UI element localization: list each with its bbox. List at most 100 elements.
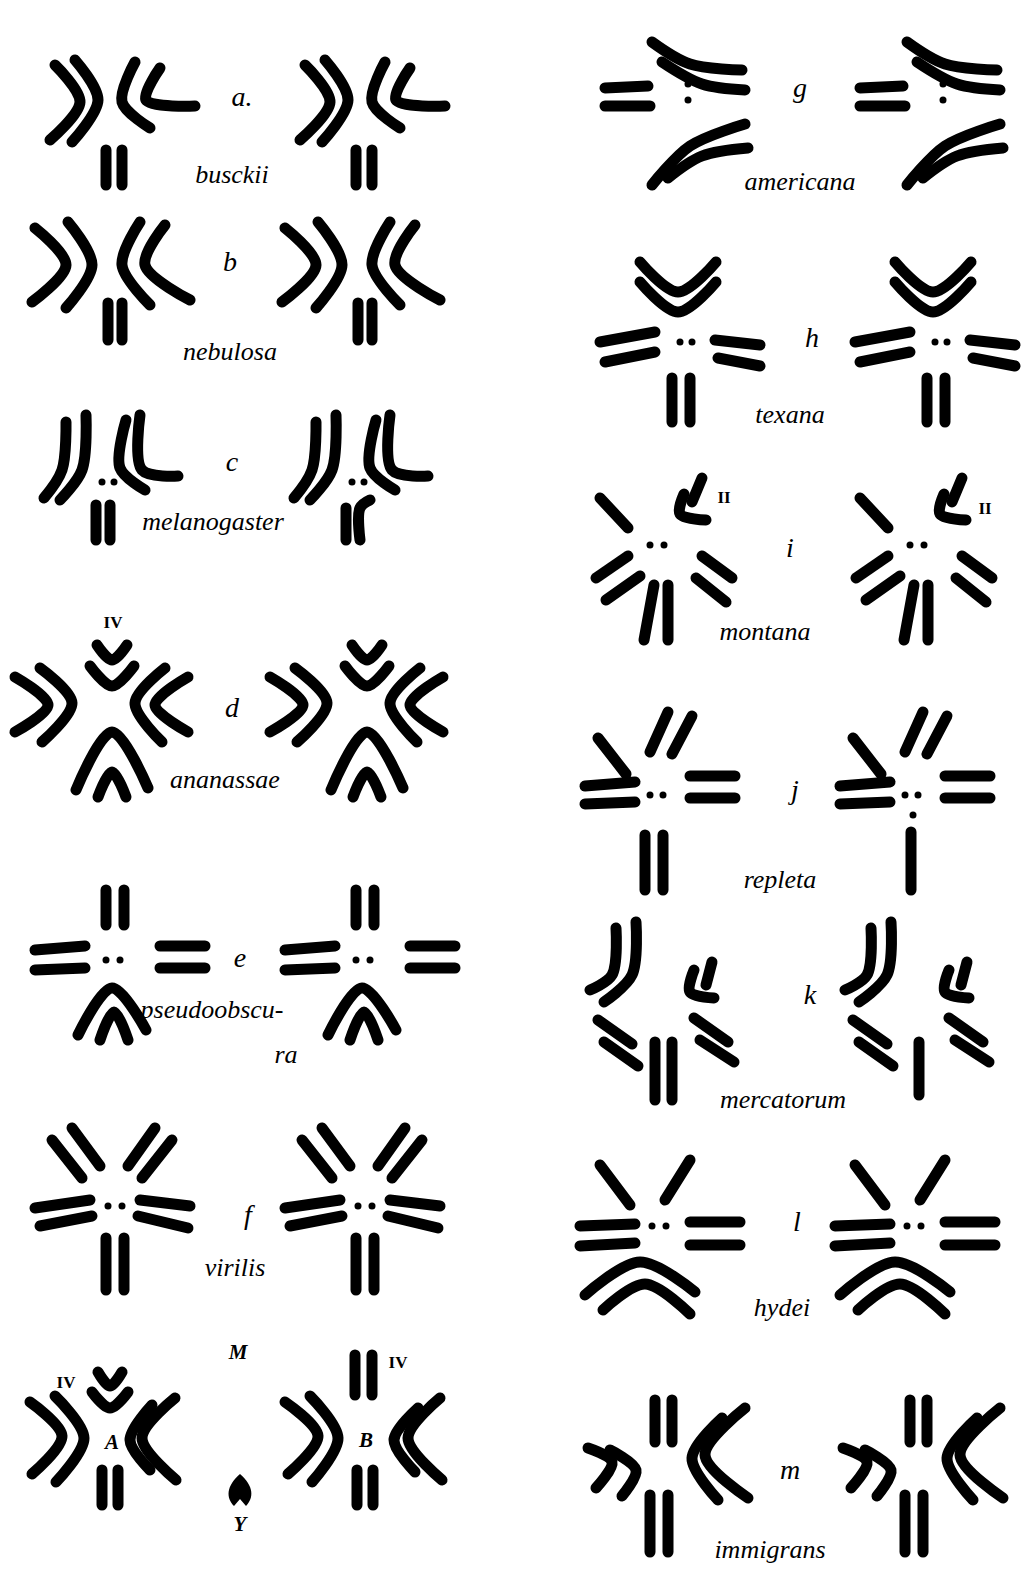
chromosome-rod [860, 352, 910, 362]
chromosome-rod [52, 1140, 82, 1178]
chromosome-rod [410, 963, 455, 974]
chromosome-rod [90, 666, 134, 686]
chromosome-rod [866, 576, 900, 600]
chromosome-number: IV [57, 1374, 76, 1391]
chromosome-rod [580, 1224, 635, 1226]
chromosome-rod [72, 1128, 100, 1166]
dot-chromosome [119, 1203, 126, 1210]
dot-chromosome [105, 1203, 112, 1210]
chromosome-rod [145, 68, 195, 106]
chromosome-rod [605, 352, 655, 362]
dot-chromosome [904, 1223, 911, 1230]
chromosome-rod [640, 835, 651, 890]
chromosome-rod [905, 712, 923, 752]
chromosome-rod [667, 378, 678, 422]
chromosome-rod [835, 1243, 890, 1246]
species-name: melanogaster [142, 509, 284, 535]
chromosome-rod [270, 677, 303, 732]
chromosome-rod [585, 782, 635, 786]
chromosome-rod [91, 505, 102, 540]
dot-chromosome [907, 542, 914, 549]
chromosome-rod [690, 793, 735, 804]
chromosome-rod [98, 1372, 122, 1386]
dot-chromosome [355, 1203, 362, 1210]
chromosome-rod [294, 422, 316, 498]
chromosome-rod [955, 1040, 989, 1062]
panel-letter: m [780, 1456, 800, 1484]
chromosome-rod [940, 378, 951, 422]
chromosome-rod [353, 303, 364, 340]
chromosome-rod [410, 677, 443, 732]
chromosome-rod [101, 1238, 112, 1290]
dot-chromosome [940, 97, 947, 104]
chromosome-rod [367, 1355, 378, 1395]
chromosome-rod [410, 941, 455, 952]
chromosome-rod [351, 1238, 362, 1290]
chromosome-rod [690, 1217, 740, 1228]
chromosome-rod [920, 1160, 945, 1200]
chromosome-rod [290, 1216, 342, 1226]
chromosome-rod [945, 1217, 995, 1228]
chromosome-rod [679, 494, 706, 520]
chromosome-rod [605, 101, 650, 112]
chromosome-rod [310, 415, 336, 500]
chromosome-rod [310, 1396, 338, 1482]
chromosome-rod [689, 970, 714, 998]
species-name: busckii [195, 162, 269, 188]
chromosome-rod [658, 835, 669, 890]
panel-letter: g [793, 74, 807, 102]
chromosome-rod [923, 148, 1003, 178]
chromosome-rod [285, 946, 335, 950]
panel-letter: i [786, 534, 794, 562]
chromosome-rod [160, 963, 205, 974]
chromosome-rod [369, 890, 380, 925]
species-name: mercatorum [720, 1087, 846, 1113]
chromosome-rod [600, 498, 628, 528]
chromosome-rod [30, 1402, 62, 1474]
chromosome-rod [944, 970, 969, 998]
chromosome-rod [685, 378, 696, 422]
chromosome-rod [970, 340, 1015, 345]
chromosome-rod [142, 1140, 172, 1178]
chromosome-rod [856, 556, 888, 578]
dot-chromosome [663, 1223, 670, 1230]
chromosome-rod [672, 716, 692, 754]
chromosome-rod [92, 1392, 128, 1408]
chromosome-rod [590, 928, 616, 990]
chromosome-rod [585, 802, 635, 804]
dot-chromosome [940, 81, 947, 88]
chromosome-rod [692, 1418, 722, 1500]
chromosome-rod [596, 556, 628, 578]
chromosome-rod [100, 1012, 128, 1040]
species-name: montana [720, 619, 811, 645]
y-chromosome [229, 1474, 252, 1506]
chromosome-rod [952, 478, 962, 502]
chromosome-rod [35, 1200, 90, 1208]
chromosome-rod [350, 1355, 361, 1395]
chromosome-rod [113, 1470, 124, 1505]
chromosome-rod [939, 494, 966, 520]
chromosome-rod [702, 556, 732, 578]
chromosome-rod [353, 772, 381, 797]
dot-chromosome [361, 479, 368, 486]
chromosome-rod [845, 928, 871, 990]
chromosome-rod [32, 228, 66, 302]
chromosome-rod [322, 60, 348, 142]
chromosome-rod [610, 1450, 636, 1496]
dot-chromosome [677, 339, 684, 346]
chromosome-rod [605, 86, 648, 88]
chromosome-rod [76, 732, 148, 790]
chromosome-rod [922, 1400, 933, 1442]
figure-letter: Y [234, 1514, 247, 1535]
chromosome-number: IV [104, 614, 123, 631]
panel-letter: j [791, 776, 799, 804]
chromosome-rod [973, 358, 1015, 366]
chromosome-rod [388, 415, 428, 476]
dot-chromosome [660, 792, 667, 799]
dot-chromosome [661, 542, 668, 549]
chromosome-rod [97, 645, 127, 660]
chromosome-rod [395, 68, 445, 106]
chromosome-rod [650, 1042, 661, 1100]
dot-chromosome [902, 792, 909, 799]
